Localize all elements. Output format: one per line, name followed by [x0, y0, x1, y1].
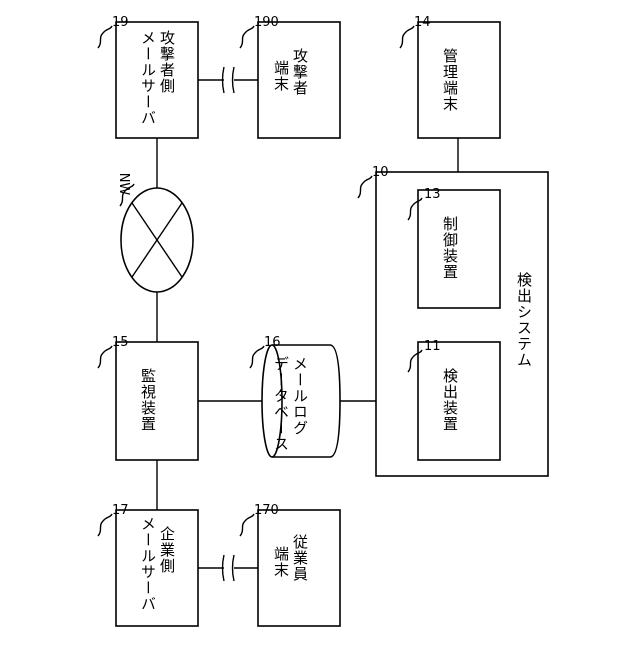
ref-11-text: 11 — [424, 339, 441, 354]
ref-10-text: 10 — [372, 165, 389, 180]
attacker-terminal: 攻撃者 端末 — [258, 22, 340, 138]
company-mail-server-label-2: メールサーバ — [139, 516, 157, 612]
control-device-label: 制御装置 — [441, 216, 459, 280]
employee-terminal: 従業員 端末 — [258, 510, 340, 626]
monitoring-device: 監視装置 — [116, 342, 198, 460]
attacker-terminal-label-2: 端末 — [272, 60, 290, 92]
company-mail-server: 企業側 メールサーバ — [116, 510, 198, 626]
management-terminal: 管理端末 — [418, 22, 500, 138]
break-mark-employee — [223, 555, 235, 581]
company-mail-server-label-1: 企業側 — [158, 525, 176, 574]
attacker-mail-server-label-2: メールサーバ — [139, 30, 157, 126]
ref-nw-text: NW — [116, 173, 131, 196]
attacker-mail-server: 攻撃者側 メールサーバ — [116, 22, 198, 138]
network-node — [121, 188, 193, 292]
break-mark-attacker — [223, 67, 235, 93]
monitoring-device-label: 監視装置 — [139, 368, 157, 432]
mail-log-db-label-1: メールログ — [291, 356, 309, 436]
employee-terminal-label-2: 端末 — [272, 546, 290, 578]
detection-device-label: 検出装置 — [441, 368, 459, 432]
detection-device: 検出装置 — [418, 342, 500, 460]
ref-15-text: 15 — [112, 335, 129, 350]
ref-17-text: 17 — [112, 503, 129, 518]
detection-system-label: 検出システム — [515, 272, 533, 368]
ref-170-text: 170 — [254, 503, 279, 518]
mail-log-database: メールログ データベース — [262, 345, 340, 457]
attacker-mail-server-label-1: 攻撃者側 — [158, 30, 176, 94]
control-device: 制御装置 — [418, 190, 500, 308]
ref-13-text: 13 — [424, 187, 441, 202]
employee-terminal-label-1: 従業員 — [291, 534, 309, 582]
ref-16-text: 16 — [264, 335, 281, 350]
management-terminal-label: 管理端末 — [441, 48, 459, 112]
ref-nw: NW — [116, 173, 134, 206]
mail-log-db-label-2: データベース — [272, 356, 290, 452]
ref-19-text: 19 — [112, 15, 129, 30]
ref-14-text: 14 — [414, 15, 431, 30]
ref-190-text: 190 — [254, 15, 279, 30]
attacker-terminal-label-1: 攻撃者 — [291, 48, 309, 96]
